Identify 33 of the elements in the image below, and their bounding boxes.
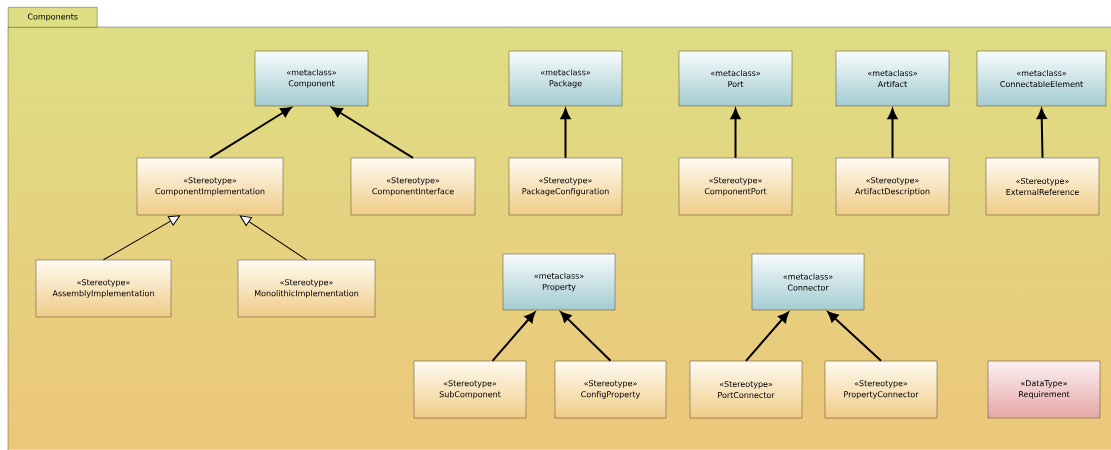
class-box: «metaclass» Connector	[751, 253, 865, 311]
class-box: «metaclass» Property	[502, 253, 616, 311]
arrow	[491, 311, 536, 362]
class-box: «Stereotype» ExternalReference	[985, 157, 1100, 216]
class-box: «Stereotype» MonolithicImplementation	[237, 259, 376, 318]
arrow	[730, 108, 741, 159]
class-box: «Stereotype» PackageConfiguration	[508, 157, 623, 216]
arrow	[239, 215, 307, 261]
arrow	[103, 215, 181, 261]
arrow	[887, 108, 898, 159]
class-box: «Stereotype» PropertyConnector	[824, 360, 938, 419]
class-box: «metaclass» ConnectableElement	[976, 50, 1107, 107]
class-box: «Stereotype» SubComponent	[413, 360, 527, 419]
class-box: «metaclass» Package	[508, 50, 623, 107]
node-label: Components	[27, 13, 78, 22]
class-box: «Stereotype» PortConnector	[689, 360, 803, 419]
class-box: «metaclass» Port	[678, 50, 793, 107]
class-box: «Stereotype» ConfigProperty	[554, 360, 667, 419]
arrow	[209, 107, 292, 159]
class-box: «DataType» Requirement	[987, 360, 1101, 419]
arrow	[331, 107, 414, 159]
class-box: «metaclass» Component	[254, 50, 369, 107]
arrow	[560, 311, 612, 362]
class-box: «Stereotype» ArtifactDescription	[835, 157, 950, 216]
arrow	[745, 311, 789, 362]
arrow	[1036, 108, 1047, 159]
class-box: «Stereotype» ComponentPort	[678, 157, 793, 216]
arrow	[827, 311, 882, 362]
class-box: «Stereotype» AssemblyImplementation	[35, 259, 172, 318]
class-box: «metaclass» Artifact	[835, 50, 950, 107]
class-box: «Stereotype» ComponentInterface	[350, 157, 476, 216]
arrow	[560, 108, 571, 159]
class-box: «Stereotype» ComponentImplementation	[136, 157, 284, 216]
